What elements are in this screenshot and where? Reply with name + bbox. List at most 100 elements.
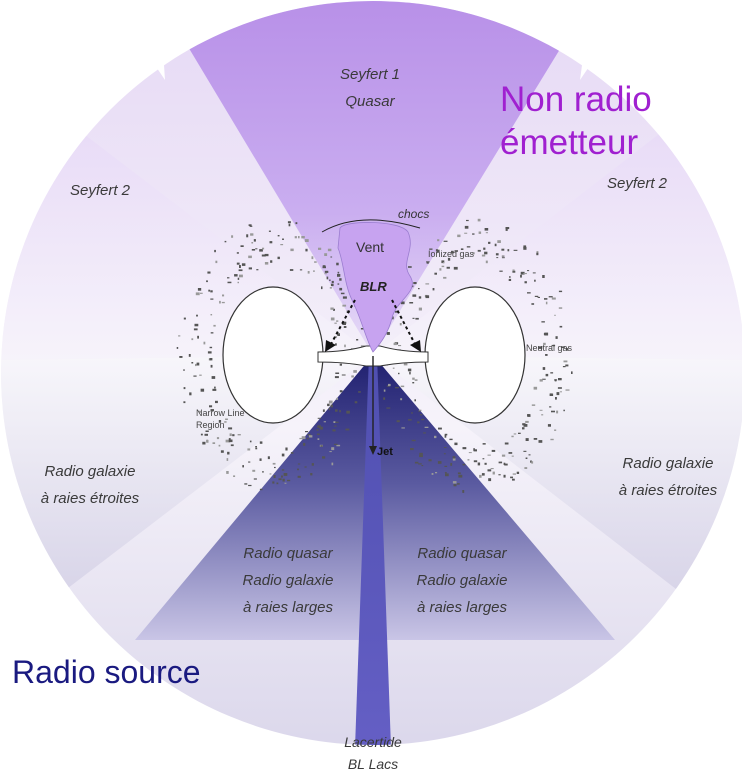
gas-cloud-speck — [334, 376, 339, 379]
gas-cloud-speck — [457, 234, 461, 238]
gas-cloud-speck — [559, 391, 562, 393]
gas-cloud-speck — [194, 323, 199, 327]
gas-cloud-speck — [441, 260, 445, 264]
blr-label: BLR — [360, 279, 387, 294]
gas-cloud-speck — [501, 248, 505, 251]
gas-cloud-speck — [342, 322, 346, 325]
gas-cloud-speck — [268, 230, 271, 232]
gas-cloud-speck — [501, 454, 506, 457]
gas-cloud-speck — [394, 310, 398, 313]
gas-cloud-speck — [251, 249, 256, 251]
gas-cloud-speck — [536, 252, 539, 256]
gas-cloud-speck — [383, 389, 386, 392]
shock-arc — [321, 219, 421, 233]
gas-cloud-speck — [410, 448, 414, 451]
gas-cloud-speck — [179, 356, 183, 358]
gas-cloud-speck — [336, 444, 341, 447]
gas-cloud-speck — [218, 420, 222, 423]
gas-cloud-speck — [460, 248, 464, 250]
gas-cloud-speck — [505, 227, 510, 230]
gas-cloud-speck — [273, 475, 276, 478]
gas-cloud-speck — [549, 393, 554, 396]
gas-cloud-speck — [462, 463, 466, 466]
gas-cloud-speck — [520, 271, 525, 275]
gas-cloud-speck — [548, 296, 553, 298]
gas-cloud-speck — [212, 442, 216, 444]
narrow-left-line2: à raies étroites — [40, 490, 140, 507]
gas-cloud-speck — [466, 246, 471, 248]
gas-cloud-speck — [429, 248, 433, 250]
gas-cloud-speck — [444, 472, 447, 474]
gas-cloud-speck — [523, 273, 527, 275]
gas-cloud-speck — [473, 460, 478, 463]
gas-cloud-speck — [342, 296, 347, 299]
gas-cloud-speck — [447, 257, 451, 261]
gas-cloud-speck — [280, 244, 284, 246]
gas-cloud-speck — [501, 257, 505, 259]
gas-cloud-speck — [488, 478, 492, 482]
gas-cloud-speck — [262, 247, 265, 250]
gas-cloud-speck — [443, 240, 448, 242]
gas-cloud-speck — [386, 407, 391, 409]
gas-cloud-speck — [227, 281, 232, 284]
gas-cloud-speck — [435, 249, 438, 252]
gas-cloud-speck — [233, 475, 236, 477]
gas-cloud-speck — [484, 462, 487, 465]
gas-cloud-speck — [269, 241, 273, 244]
gas-cloud-speck — [314, 261, 317, 263]
gas-cloud-speck — [498, 461, 503, 464]
gas-cloud-speck — [462, 490, 465, 493]
gas-cloud-speck — [231, 235, 234, 238]
gas-cloud-speck — [356, 339, 359, 341]
gas-cloud-speck — [554, 429, 557, 431]
gas-cloud-speck — [288, 223, 291, 227]
gas-cloud-speck — [328, 400, 333, 404]
gas-cloud-speck — [341, 374, 346, 376]
gas-cloud-speck — [281, 475, 283, 478]
gas-cloud-speck — [320, 445, 323, 447]
gas-cloud-speck — [558, 290, 563, 293]
gas-cloud-speck — [504, 442, 509, 445]
gas-cloud-speck — [248, 224, 252, 226]
gas-cloud-speck — [423, 432, 426, 434]
nlr-label-line1: Narrow Line — [196, 408, 245, 418]
gas-cloud-speck — [339, 410, 341, 413]
gas-cloud-speck — [304, 466, 307, 468]
gas-cloud-speck — [434, 272, 437, 275]
gas-cloud-speck — [513, 249, 518, 251]
gas-cloud-speck — [411, 412, 413, 414]
gas-cloud-speck — [209, 346, 213, 349]
gas-cloud-speck — [225, 418, 228, 420]
gas-cloud-speck — [198, 410, 201, 413]
gas-cloud-speck — [207, 351, 212, 354]
gas-cloud-speck — [206, 440, 209, 443]
gas-cloud-speck — [188, 354, 191, 357]
gas-cloud-speck — [335, 372, 340, 374]
gas-cloud-speck — [267, 456, 270, 460]
gas-cloud-speck — [418, 296, 422, 299]
gas-cloud-speck — [407, 368, 412, 372]
gas-cloud-speck — [468, 452, 472, 454]
gas-cloud-speck — [551, 344, 556, 347]
gas-cloud-speck — [492, 471, 495, 475]
gas-cloud-speck — [220, 450, 224, 453]
gas-cloud-speck — [335, 409, 338, 412]
gas-cloud-speck — [340, 292, 345, 295]
gas-cloud-speck — [559, 325, 563, 328]
gas-cloud-speck — [259, 249, 263, 252]
gas-cloud-speck — [412, 294, 417, 297]
gas-cloud-speck — [316, 429, 319, 431]
gas-cloud-speck — [563, 409, 565, 412]
radio-source-title: Radio source — [12, 654, 201, 690]
gas-cloud-speck — [462, 447, 467, 450]
gas-cloud-speck — [210, 290, 213, 293]
gas-cloud-speck — [249, 440, 252, 443]
gas-cloud-speck — [477, 218, 481, 222]
gas-cloud-speck — [351, 375, 354, 378]
gas-cloud-speck — [520, 274, 522, 278]
gas-cloud-speck — [409, 302, 414, 304]
gas-cloud-speck — [464, 225, 469, 229]
non-radio-title: Non radio émetteur — [500, 78, 652, 164]
gas-cloud-speck — [344, 344, 346, 348]
gas-cloud-speck — [212, 388, 217, 391]
